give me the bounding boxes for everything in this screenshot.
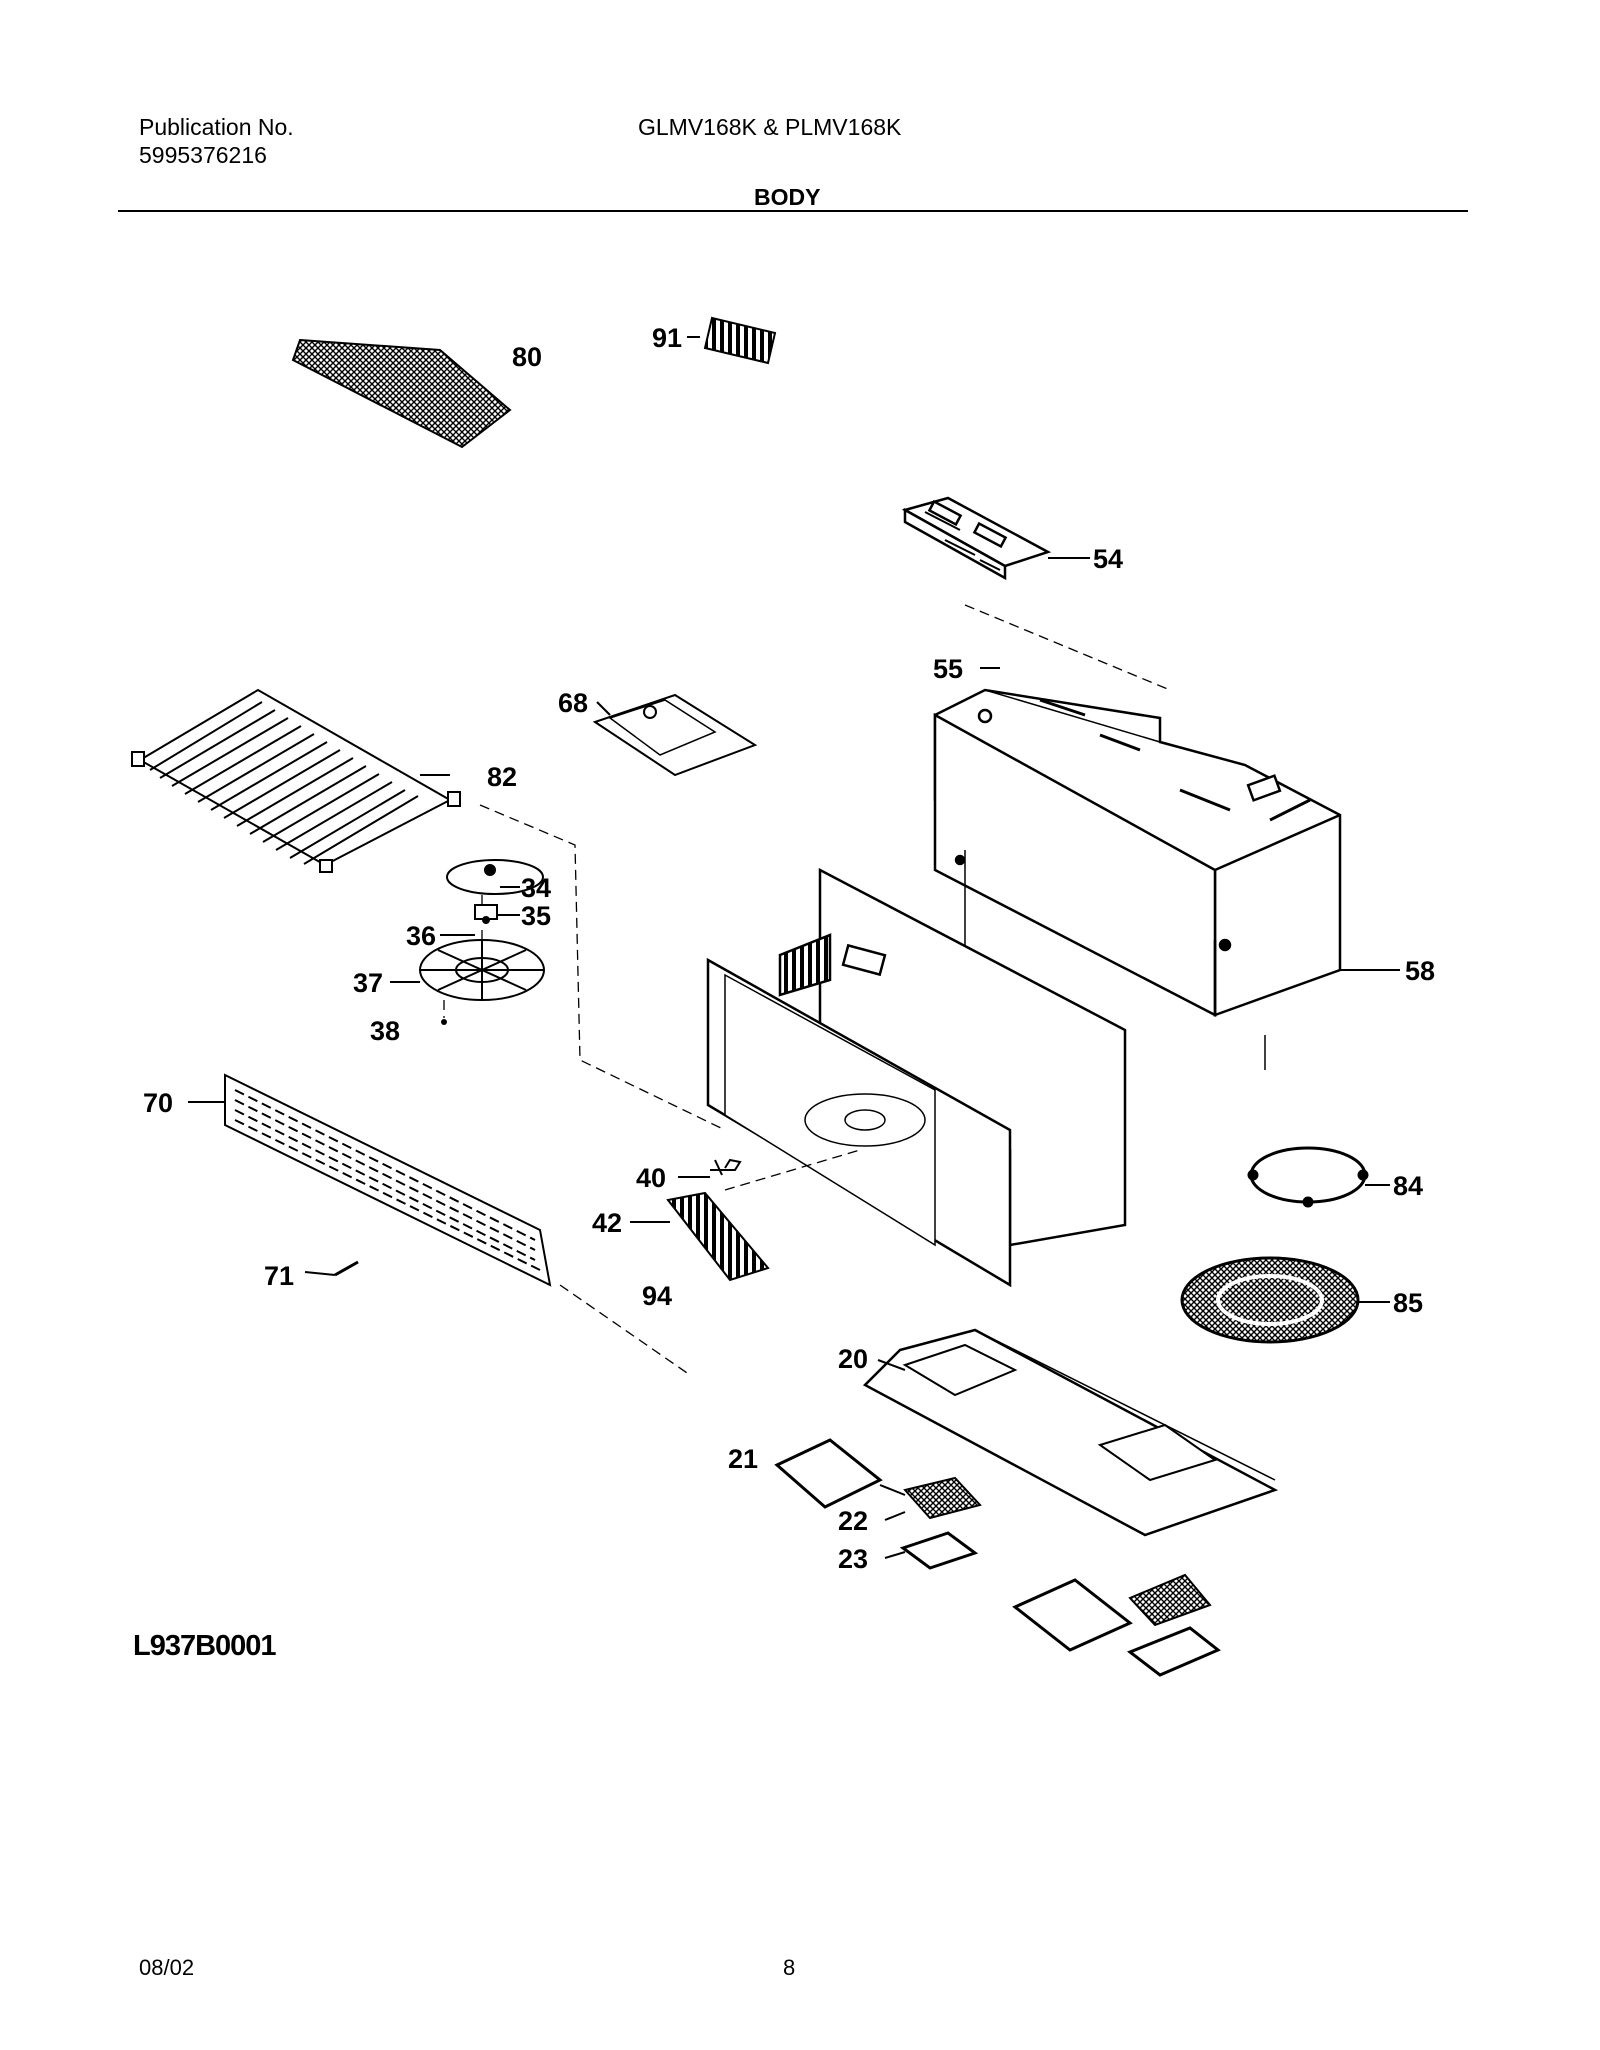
part-84-roller-ring [1247, 1146, 1369, 1208]
label-80: 80 [512, 342, 542, 372]
spare-filter-set [1012, 1573, 1221, 1677]
page-number: 8 [783, 1955, 796, 1980]
part-35-motor [474, 904, 498, 924]
label-58: 58 [1405, 956, 1435, 986]
part-82-rack [131, 688, 461, 873]
label-38: 38 [370, 1016, 400, 1046]
part-54-top-bracket [901, 496, 1052, 581]
part-70-grille [224, 1073, 552, 1287]
label-82: 82 [487, 762, 517, 792]
assembly-guide-lines [443, 604, 1171, 1376]
label-70: 70 [143, 1088, 173, 1118]
label-42: 42 [592, 1208, 622, 1238]
label-68: 68 [558, 688, 588, 718]
part-40-coupler [710, 1158, 742, 1176]
publication-number: 5995376216 [139, 142, 267, 168]
label-91: 91 [652, 323, 682, 353]
label-22: 22 [838, 1506, 868, 1536]
part-34-coupler [446, 859, 544, 895]
part-68-cover-plate [592, 693, 758, 777]
label-85: 85 [1393, 1288, 1423, 1318]
label-40: 40 [636, 1163, 666, 1193]
publication-label: Publication No. [139, 114, 294, 140]
part-85-turntable [1180, 1256, 1360, 1344]
part-42-vent [666, 1191, 770, 1282]
part-21-filter-frame [774, 1438, 883, 1509]
label-36: 36 [406, 921, 436, 951]
figure-id: L937B0001 [133, 1630, 277, 1662]
part-20-bottom-plate [862, 1328, 1279, 1537]
label-54: 54 [1093, 544, 1123, 574]
part-38-screw [441, 1019, 447, 1025]
header-rule [118, 210, 1468, 212]
label-37: 37 [353, 968, 383, 998]
label-23: 23 [838, 1544, 868, 1574]
label-21: 21 [728, 1444, 758, 1474]
cavity-assembly [706, 867, 1127, 1288]
part-23-filter-holder [899, 1531, 979, 1570]
section-title: BODY [754, 184, 821, 210]
leader-lines [188, 336, 1400, 1559]
label-55: 55 [933, 654, 963, 684]
part-37-fan [419, 939, 545, 1001]
part-58-outer-case [933, 688, 1342, 1070]
part-number-labels: 54 91 80 55 68 82 58 34 35 36 37 38 70 4… [143, 323, 1435, 1574]
label-84: 84 [1393, 1171, 1423, 1201]
part-71-screw [334, 1260, 359, 1277]
label-20: 20 [838, 1344, 868, 1374]
part-80-grease-filter [291, 338, 512, 449]
footer-date: 08/02 [139, 1955, 195, 1980]
label-34: 34 [521, 873, 551, 903]
part-91-vent [703, 316, 777, 365]
label-94: 94 [642, 1281, 672, 1311]
model-numbers: GLMV168K & PLMV168K [638, 114, 902, 140]
label-35: 35 [521, 901, 551, 931]
part-22-charcoal-filter [903, 1476, 982, 1520]
label-71: 71 [264, 1261, 294, 1291]
